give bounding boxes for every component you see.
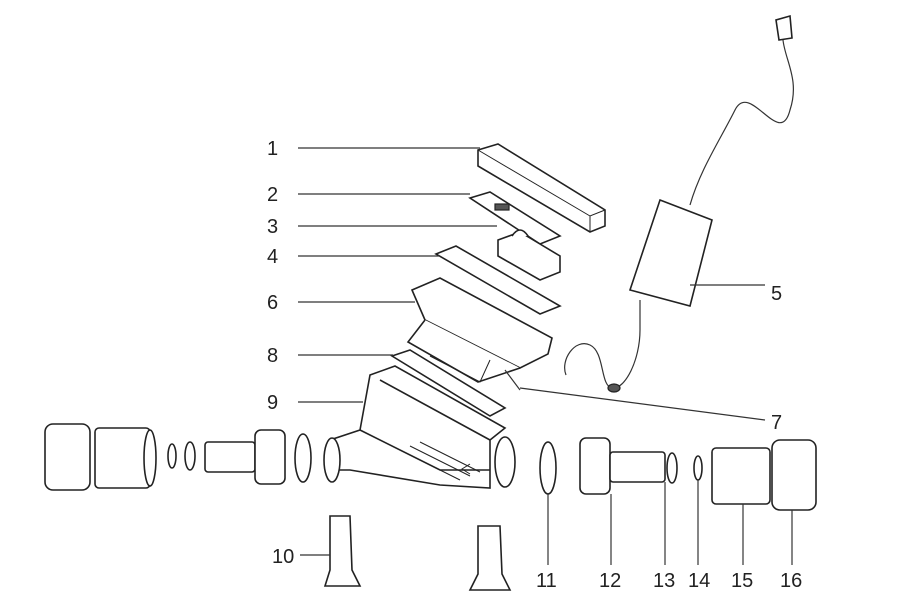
part-3-module [497, 229, 561, 281]
right-union-assembly [539, 437, 817, 511]
callout-6: 6 [267, 292, 278, 314]
callout-4: 4 [267, 246, 278, 268]
part-5-power-adapter [564, 14, 794, 393]
part-2-board [468, 191, 562, 245]
callout-7: 7 [771, 412, 782, 434]
part-10-brackets [323, 515, 512, 591]
callout-12: 12 [599, 570, 621, 592]
callout-2: 2 [267, 184, 278, 206]
part-6-housing [406, 277, 553, 383]
callout-5: 5 [771, 283, 782, 305]
callout-14: 14 [688, 570, 710, 592]
part-1-cover [477, 143, 606, 233]
callout-1: 1 [267, 138, 278, 160]
callout-9: 9 [267, 392, 278, 414]
part-9-body [323, 365, 516, 489]
part-4-gasket [434, 245, 562, 315]
callout-3: 3 [267, 216, 278, 238]
part-7-probe [504, 369, 521, 391]
callout-10: 10 [272, 546, 294, 568]
callout-8: 8 [267, 345, 278, 367]
callout-13: 13 [653, 570, 675, 592]
callout-11: 11 [536, 570, 557, 592]
callout-15: 15 [731, 570, 753, 592]
callout-16: 16 [780, 570, 802, 592]
leader-lines [298, 147, 793, 565]
part-8-seal [390, 349, 507, 417]
left-union-assembly [44, 423, 312, 491]
